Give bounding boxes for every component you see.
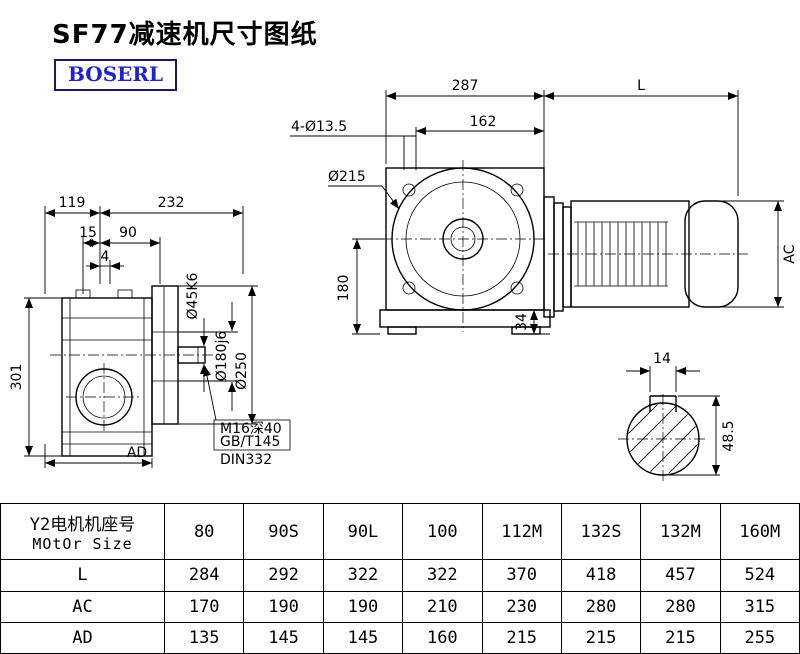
row-label: AD: [0, 621, 165, 654]
size-header: 90S: [243, 502, 324, 561]
note-m16-label: M16深40: [220, 421, 282, 437]
motor-size-header-cell: Y2电机机座号 MOtOr Size: [0, 502, 165, 561]
dim-cell: 322: [402, 559, 483, 592]
dim-cell: 284: [163, 559, 245, 592]
motor-cooling-fins: [574, 221, 668, 287]
note-leader-line: [203, 365, 217, 421]
dim-cell: 190: [243, 590, 324, 623]
dim-cell: 418: [560, 559, 642, 592]
dia-45-label: Ø45K6: [185, 272, 201, 319]
header-line2: MOtOr Size: [32, 535, 133, 554]
bolt-hole-tl: [402, 183, 416, 197]
dim-cell: 230: [481, 590, 562, 623]
dim-cell: 370: [481, 559, 562, 592]
motor-end-cap: [684, 200, 739, 308]
dim-180-label: 180: [336, 275, 352, 302]
section-extension-lines: [649, 366, 720, 476]
row-label: AC: [0, 590, 165, 623]
table-row-AC: AC 170 190 190 210 230 280 280 315: [0, 590, 800, 623]
adapter-plate-3: [562, 206, 572, 308]
dia-215-label: Ø215: [328, 169, 366, 185]
bolt-hole-bl: [402, 281, 416, 295]
dim-cell: 160: [402, 621, 483, 654]
section-centerlines: [618, 394, 708, 484]
holes-note-label: 4-Ø13.5: [291, 119, 347, 135]
technical-drawing: 287 L 162 4-Ø13.5 Ø215 180 34 AC: [9, 78, 798, 484]
size-header: 112M: [481, 502, 562, 561]
motor-body: [570, 200, 690, 308]
size-header: 80: [163, 502, 245, 561]
dim-cell: 524: [719, 559, 800, 592]
shaft-section: 14 48.5: [618, 351, 737, 484]
note-gb-label: GB/T145: [220, 434, 280, 450]
dia-215-leader: [328, 185, 400, 210]
section-hatch: [628, 404, 698, 474]
dim-119-label: 119: [59, 195, 86, 211]
front-view: 287 L 162 4-Ø13.5 Ø215 180 34 AC: [290, 78, 798, 335]
dim-48-5-label: 48.5: [721, 420, 737, 451]
dim-cell: 215: [560, 621, 642, 654]
dim-cell: 170: [163, 590, 245, 623]
dim-cell: 215: [640, 621, 721, 654]
dia-250-label: Ø250: [234, 352, 250, 390]
dim-cell: 215: [481, 621, 562, 654]
dim-L-label: L: [637, 78, 645, 94]
top-boss-2: [117, 289, 133, 299]
dim-232-label: 232: [158, 195, 185, 211]
motor-size-table: Y2电机机座号 MOtOr Size 80 90S 90L 100 112M 1…: [0, 502, 800, 654]
size-header: 100: [402, 502, 483, 561]
gearbox-centerlines: [382, 160, 548, 332]
size-header: 132S: [560, 502, 642, 561]
dim-cell: 280: [560, 590, 642, 623]
foot-right: [511, 326, 541, 335]
dim-cell: 457: [640, 559, 721, 592]
dim-cell: 292: [243, 559, 324, 592]
size-header: 90L: [322, 502, 404, 561]
front-extension-lines: [290, 90, 784, 335]
page-title: SF77减速机尺寸图纸: [52, 20, 318, 50]
dim-cell: 145: [322, 621, 404, 654]
dim-cell: 315: [719, 590, 800, 623]
dim-14-label: 14: [653, 351, 671, 367]
size-header: 160M: [719, 502, 800, 561]
dim-cell: 135: [163, 621, 245, 654]
dim-162-label: 162: [470, 114, 497, 130]
hatch-lines: [628, 404, 698, 474]
dim-cell: 210: [402, 590, 483, 623]
side-centerlines: [50, 354, 214, 433]
dim-34-label: 34: [514, 313, 530, 331]
table-row-L: L 284 292 322 322 370 418 457 524: [0, 559, 800, 592]
dim-15-label: 15: [79, 225, 97, 241]
dim-AC-label: AC: [782, 244, 798, 263]
dim-301-label: 301: [9, 364, 25, 391]
table-row-AD: AD 135 145 145 160 215 215 215 255: [0, 621, 800, 654]
adapter-plate-1: [543, 196, 555, 318]
adapter-plate-2: [553, 202, 564, 312]
note-din-label: DIN332: [220, 452, 272, 468]
dim-4-label: 4: [101, 249, 110, 265]
dim-cell: 280: [640, 590, 721, 623]
header-line1: Y2电机机座号: [29, 515, 136, 536]
dim-AD-label: AD: [127, 445, 147, 461]
foot-left: [387, 326, 417, 335]
housing-detail-lines: [62, 298, 152, 456]
dim-cell: 190: [322, 590, 404, 623]
dim-cell: 145: [243, 621, 324, 654]
table-header-row: Y2电机机座号 MOtOr Size 80 90S 90L 100 112M 1…: [0, 502, 800, 561]
tap-note-box: [213, 419, 291, 451]
dia-180-label: Ø180j6: [214, 331, 230, 382]
row-label: L: [0, 559, 165, 592]
bolt-hole-tr: [510, 183, 524, 197]
side-view: 119 232 15 90 4 301 AD Ø45K6 Ø180j6 Ø250…: [9, 195, 291, 468]
dim-cell: 322: [322, 559, 404, 592]
dim-cell: 255: [719, 621, 800, 654]
dim-90-label: 90: [119, 225, 137, 241]
bolt-hole-br: [510, 281, 524, 295]
brand-logo: BOSERL: [54, 59, 178, 91]
size-header: 132M: [640, 502, 721, 561]
dim-287-label: 287: [452, 78, 479, 94]
